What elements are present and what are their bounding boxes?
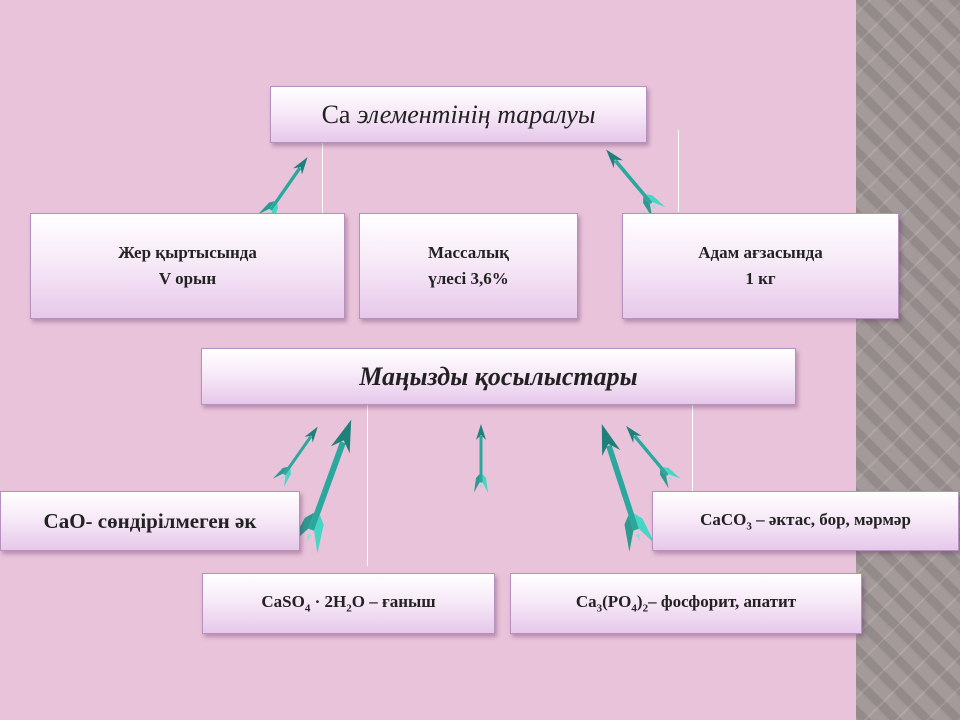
title-box: Са элементінің таралуы (270, 86, 647, 143)
arrow-icon (620, 420, 681, 489)
connector-line (367, 398, 368, 566)
title-text: элементінің таралуы (350, 99, 596, 129)
compound-description: – ғаныш (364, 592, 436, 612)
fact-box-human-body: Адам ағзасында 1 кг (622, 213, 899, 319)
compound-formula: CaSO (261, 592, 305, 612)
title-element: Са (321, 99, 351, 129)
formula-subscript: 4 (304, 602, 311, 615)
fact-box-mass-fraction: Массалық үлесі 3,6% (359, 213, 578, 319)
compound-formula: CaO (43, 508, 86, 533)
formula-subscript: 3 (746, 520, 752, 533)
formula-subscript: 4 (631, 602, 637, 615)
formula-subscript: 2 (642, 602, 649, 615)
formula-subscript: 2 (346, 602, 352, 615)
compound-box-ca3po4: Ca3(PO4)2– фосфорит, апатит (510, 573, 862, 634)
fact-line: 1 кг (745, 269, 776, 288)
fact-line: үлесі 3,6% (428, 269, 509, 288)
compound-formula: · 2H (310, 592, 347, 612)
arrow-icon (291, 414, 365, 554)
connector-line (678, 130, 679, 212)
decorative-side-pattern (856, 0, 960, 720)
compound-formula: ) (636, 592, 643, 612)
arrow-icon (272, 422, 324, 487)
arrow-icon (589, 419, 655, 552)
fact-line: Жер қыртысында (118, 243, 257, 262)
arrow-icon (474, 424, 488, 493)
compounds-heading: Маңызды қосылыстары (201, 348, 796, 405)
compound-box-caco3: CaCO3 – әктас, бор, мәрмәр (652, 491, 959, 551)
compound-box-cao: CaO- сөндірілмеген әк (0, 491, 300, 551)
compound-box-caso4: CaSO4 · 2H2O – ғаныш (202, 573, 495, 634)
compound-formula: Ca (575, 592, 597, 612)
compound-description: - сөндірілмеген әк (85, 508, 257, 533)
fact-line: Адам ағзасында (698, 243, 823, 262)
compound-formula: (PO (602, 592, 632, 612)
fact-box-earth-crust: Жер қыртысында V орын (30, 213, 345, 319)
compound-formula: O (351, 592, 365, 612)
compound-description: – әктас, бор, мәрмәр (751, 509, 911, 529)
formula-subscript: 3 (596, 602, 603, 615)
fact-line: V орын (158, 269, 217, 288)
connector-line (322, 140, 323, 222)
fact-line: Массалық (427, 243, 510, 262)
compound-formula: CaCO (700, 509, 747, 529)
compounds-heading-text: Маңызды қосылыстары (359, 361, 638, 391)
compound-description: – фосфорит, апатит (648, 592, 797, 612)
connector-line (692, 400, 693, 492)
arrow-icon (599, 144, 666, 218)
